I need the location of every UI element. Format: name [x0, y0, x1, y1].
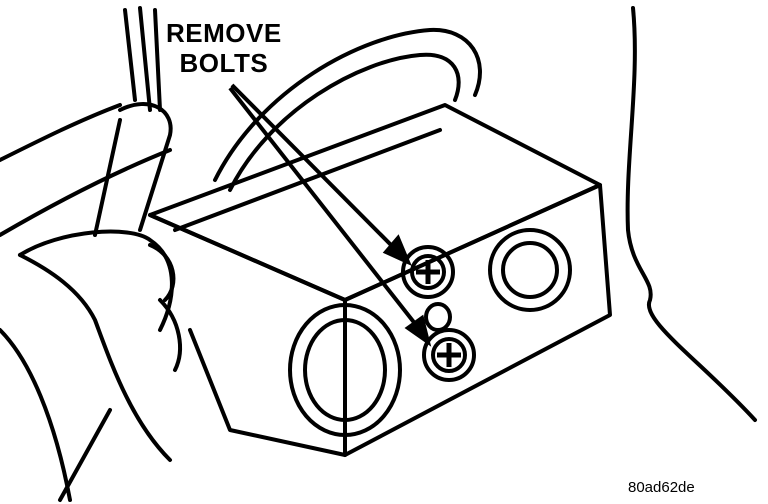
callout-leader-lower: [228, 86, 422, 332]
right-port: [488, 228, 572, 312]
background-panel-line: [0, 328, 72, 502]
hose-clamp: [158, 298, 182, 372]
large-port-inner: [303, 318, 387, 422]
callout-label: REMOVE BOLTS: [166, 18, 282, 78]
lower-bolt-icon: [422, 328, 476, 382]
callout-line-2: BOLTS: [179, 48, 269, 78]
wiring-harness: [138, 6, 152, 112]
callout-leader-upper: [230, 83, 400, 254]
hose-clamp: [148, 243, 176, 302]
hose: [18, 229, 174, 332]
hose: [18, 253, 172, 462]
upper-bolt-icon: [401, 245, 455, 299]
callout-line-1: REMOVE: [166, 18, 282, 48]
right-port-inner: [501, 241, 559, 299]
housing-top-curve: [213, 27, 482, 182]
block-left-face: [148, 213, 347, 457]
background-panel-line: [0, 103, 122, 162]
harness-sleeve: [93, 118, 122, 237]
wiring-harness: [123, 8, 137, 102]
arrowhead-lower-icon: [404, 314, 432, 347]
arrowhead-upper-icon: [382, 234, 412, 266]
harness-sleeve: [118, 102, 173, 232]
wiring-harness: [153, 8, 162, 112]
body-contour: [625, 6, 757, 422]
block-top-edge: [173, 128, 442, 232]
large-port: [288, 303, 402, 437]
background-panel-line: [0, 148, 172, 237]
locating-hole: [424, 302, 452, 332]
figure-id: 80ad62de: [628, 479, 695, 496]
